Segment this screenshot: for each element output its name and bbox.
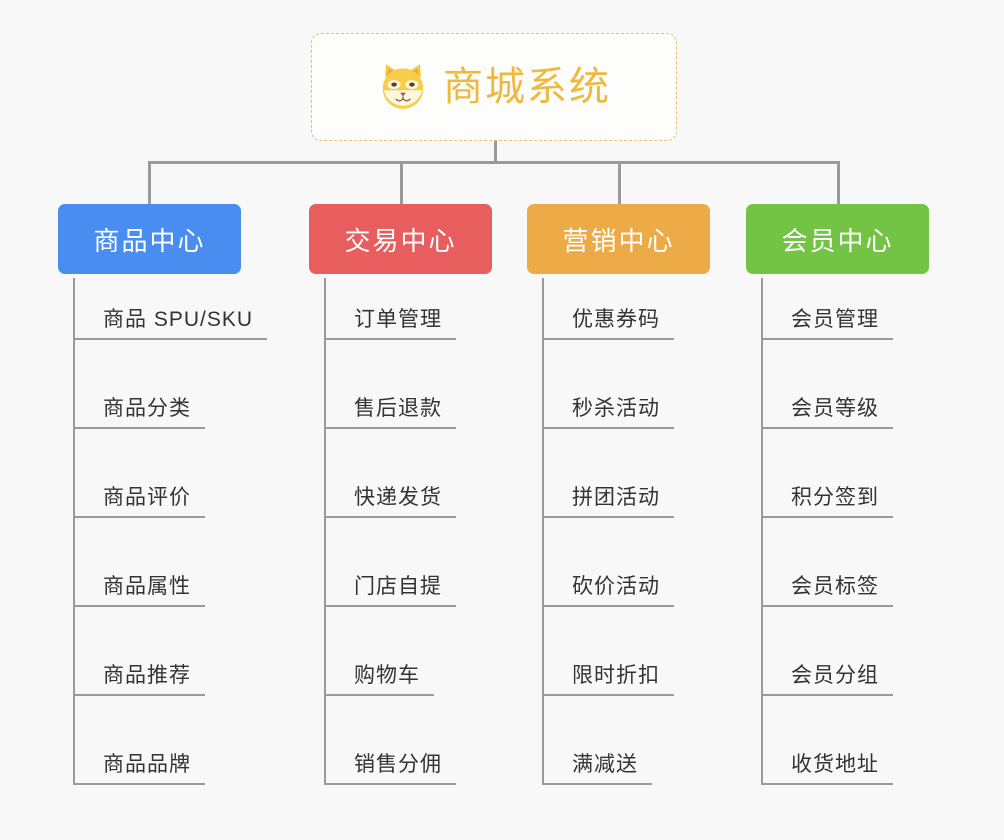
category-label: 会员中心 — [781, 225, 894, 256]
leaf-item-underline — [542, 427, 674, 429]
branch-spine — [761, 278, 763, 785]
category-box-3[interactable]: 会员中心 — [746, 204, 929, 274]
category-label: 营销中心 — [562, 225, 675, 256]
leaf-item-underline — [542, 783, 652, 785]
leaf-item-label: 商品属性 — [103, 575, 191, 598]
category-label: 商品中心 — [93, 225, 206, 256]
leaf-item-underline — [324, 427, 456, 429]
leaf-item-underline — [542, 694, 674, 696]
leaf-item-underline — [324, 605, 456, 607]
leaf-item-label: 优惠券码 — [572, 308, 660, 331]
leaf-item-underline — [761, 338, 893, 340]
category-box-0[interactable]: 商品中心 — [58, 204, 241, 274]
leaf-item-underline — [542, 516, 674, 518]
leaf-item-underline — [73, 694, 205, 696]
leaf-item-underline — [761, 516, 893, 518]
category-box-1[interactable]: 交易中心 — [309, 204, 492, 274]
connector-drop-1 — [148, 161, 151, 204]
leaf-item-label: 商品分类 — [103, 397, 191, 420]
leaf-item-underline — [324, 338, 456, 340]
leaf-item-underline — [73, 516, 205, 518]
leaf-item-underline — [761, 783, 893, 785]
leaf-item-label: 收货地址 — [791, 753, 879, 776]
leaf-item-label: 订单管理 — [354, 308, 442, 331]
leaf-item-label: 商品评价 — [103, 486, 191, 509]
root-node[interactable]: 商城系统 — [311, 33, 677, 141]
leaf-item-underline — [324, 783, 456, 785]
leaf-item-underline — [542, 605, 674, 607]
category-box-2[interactable]: 营销中心 — [527, 204, 710, 274]
leaf-item-label: 砍价活动 — [572, 575, 660, 598]
leaf-item-label: 商品品牌 — [103, 753, 191, 776]
leaf-item-label: 拼团活动 — [572, 486, 660, 509]
leaf-item-label: 会员管理 — [791, 308, 879, 331]
branch-spine — [73, 278, 75, 785]
connector-drop-2 — [400, 161, 403, 204]
connector-root-stem — [494, 141, 497, 164]
connector-drop-4 — [837, 161, 840, 204]
leaf-item-label: 满减送 — [572, 753, 638, 776]
branch-spine — [324, 278, 326, 785]
branch-spine — [542, 278, 544, 785]
leaf-item-underline — [761, 427, 893, 429]
leaf-item-underline — [542, 338, 674, 340]
connector-bus — [148, 161, 840, 164]
leaf-item-label: 会员等级 — [791, 397, 879, 420]
category-label: 交易中心 — [344, 225, 457, 256]
leaf-item-label: 门店自提 — [354, 575, 442, 598]
leaf-item-underline — [324, 694, 434, 696]
leaf-item-underline — [761, 694, 893, 696]
leaf-item-underline — [73, 783, 205, 785]
leaf-item-underline — [761, 605, 893, 607]
connector-drop-3 — [618, 161, 621, 204]
leaf-item-label: 商品 SPU/SKU — [103, 308, 254, 331]
leaf-item-label: 限时折扣 — [572, 664, 660, 687]
leaf-item-underline — [73, 605, 205, 607]
leaf-item-label: 购物车 — [354, 664, 420, 687]
leaf-item-label: 会员标签 — [791, 575, 879, 598]
leaf-item-underline — [73, 338, 267, 340]
leaf-item-label: 积分签到 — [791, 486, 879, 509]
leaf-item-label: 秒杀活动 — [572, 397, 660, 420]
leaf-item-label: 销售分佣 — [354, 753, 442, 776]
leaf-item-underline — [324, 516, 456, 518]
leaf-item-label: 售后退款 — [354, 397, 442, 420]
leaf-item-label: 商品推荐 — [103, 664, 191, 687]
root-title: 商城系统 — [443, 65, 611, 109]
leaf-item-underline — [73, 427, 205, 429]
leaf-item-label: 快递发货 — [354, 486, 442, 509]
shiba-dog-face-icon — [377, 61, 429, 113]
leaf-item-label: 会员分组 — [791, 664, 879, 687]
